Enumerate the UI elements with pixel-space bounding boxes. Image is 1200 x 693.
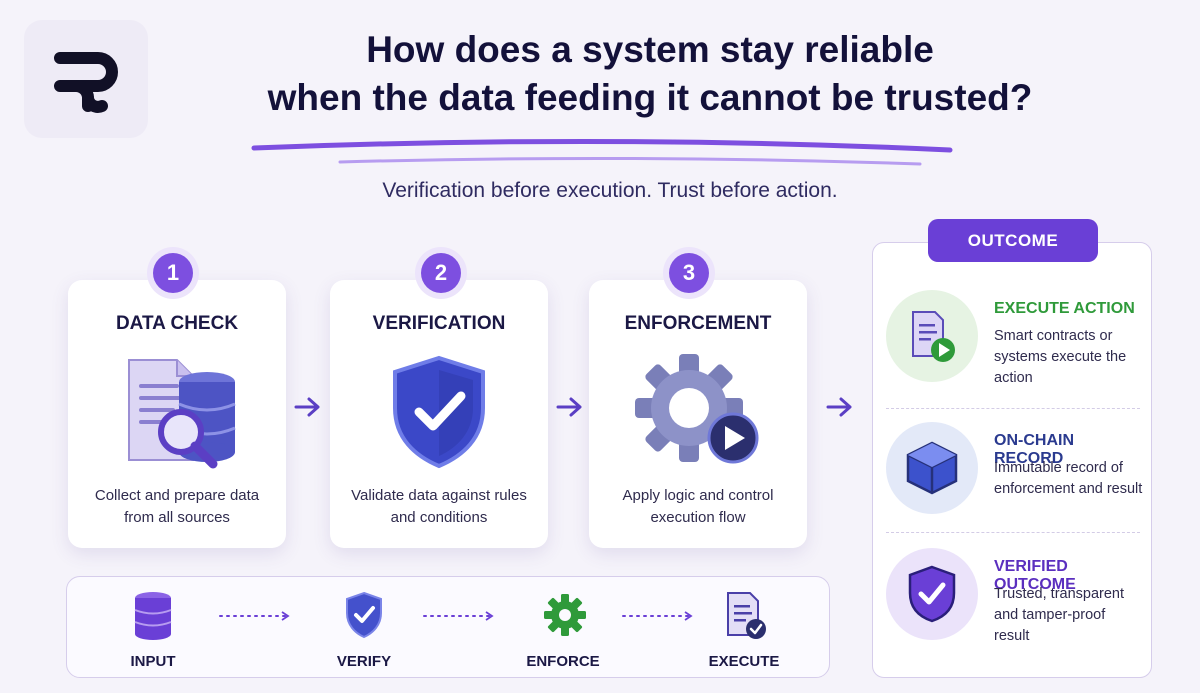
step-description: Validate data against rules and conditio… [351,487,527,526]
brand-logo-icon [54,52,118,113]
step-card-data-check: DATA CHECK Collect and prepare data from… [68,280,286,548]
outcome-description: Trusted, transparent and tamper-proof re… [994,586,1125,644]
step-description: Collect and prepare data from all source… [94,487,260,526]
brand-logo [24,20,148,138]
page-title-line-2: when the data feeding it cannot be trust… [267,77,1033,118]
shield-check-icon [379,352,499,477]
arrow-right-icon [556,397,582,417]
step-number-badge: 3 [669,253,709,293]
dotted-arrow-icon [622,611,693,621]
step-card-enforcement: ENFORCEMENT Apply logic and co [589,280,807,548]
outcome-divider [886,408,1140,409]
gear-play-icon [633,352,763,477]
flow-step-label: EXECUTE [708,653,780,670]
page-title-line-1: How does a system stay reliable [366,29,934,70]
flow-step-label: ENFORCE [526,653,600,670]
step-number-badge: 2 [421,253,461,293]
outcome-item-execute-action: EXECUTE ACTION Smart contracts or system… [886,290,1146,410]
step-number-badge: 1 [153,253,193,293]
outcome-item-on-chain-record: ON-CHAIN RECORD Immutable record of enfo… [886,422,1146,542]
outcome-item-verified-outcome: VERIFIED OUTCOME Trusted, transparent an… [886,548,1146,668]
document-check-icon [727,592,766,639]
step-title: VERIFICATION [372,313,506,334]
outcome-title: VERIFIED OUTCOME [994,558,1076,593]
arrow-right-icon [294,397,320,417]
shield-check-icon [346,591,382,639]
outcome-divider [886,532,1140,533]
arrow-right-icon [826,397,852,417]
outcome-title: ON-CHAIN RECORD [994,432,1074,467]
document-database-magnifier-icon [107,352,247,477]
step-description: Apply logic and control execution flow [622,487,774,526]
step-title: DATA CHECK [115,313,239,334]
title-underline-decoration [251,138,953,166]
outcome-tag: OUTCOME [928,219,1098,262]
flow-step-label: INPUT [130,653,176,670]
dotted-arrow-icon [219,611,290,621]
page-title: How does a system stay reliable when the… [160,26,1140,122]
outcome-description: Immutable record of enforcement and resu… [994,460,1143,497]
shield-check-icon [886,548,978,640]
outcome-title: EXECUTE ACTION [994,300,1135,317]
database-icon [134,592,172,640]
gear-icon [544,594,586,636]
document-play-icon [886,290,978,382]
flow-strip: INPUT VERIFY [66,576,830,678]
step-card-verification: VERIFICATION Validate data against rules… [330,280,548,548]
step-title: ENFORCEMENT [624,313,772,334]
outcome-description: Smart contracts or systems execute the a… [994,328,1127,386]
flow-step-label: VERIFY [336,653,392,670]
cube-icon [886,422,978,514]
tagline: Verification before execution. Trust bef… [382,179,838,202]
dotted-arrow-icon [423,611,494,621]
